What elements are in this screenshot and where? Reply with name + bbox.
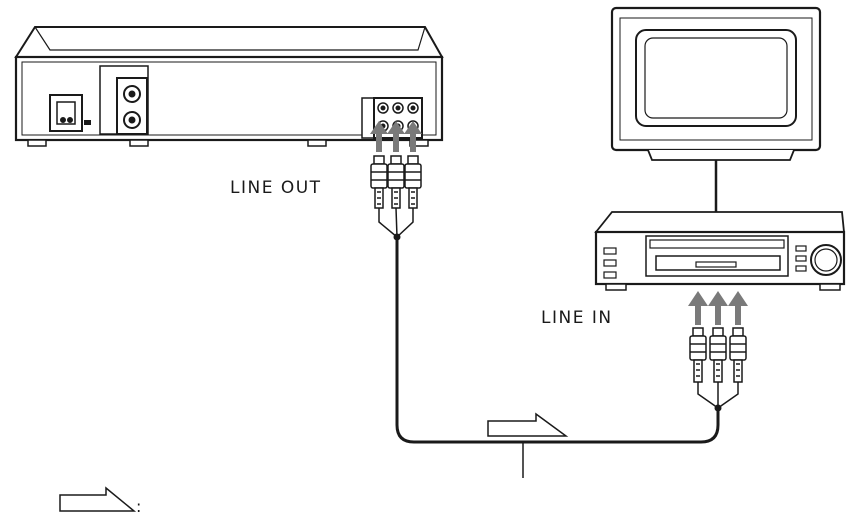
insert-arrows-top [370,121,422,152]
rca-plug-icon [689,327,747,383]
insert-arrows-bottom [688,291,748,325]
legend: : [59,486,141,516]
signal-flow-arrow-icon [59,486,137,512]
rca-plug-icon [370,155,422,209]
television [610,6,822,212]
legend-colon: : [136,497,141,516]
av-cable [378,207,739,478]
power-socket-icon [49,94,91,132]
line-in-label: LINE IN [541,308,613,328]
line-out-label: LINE OUT [230,178,322,198]
vcr-recorder [594,211,846,291]
rear-jack-panel [99,65,149,135]
signal-flow-arrow-icon [487,412,569,437]
